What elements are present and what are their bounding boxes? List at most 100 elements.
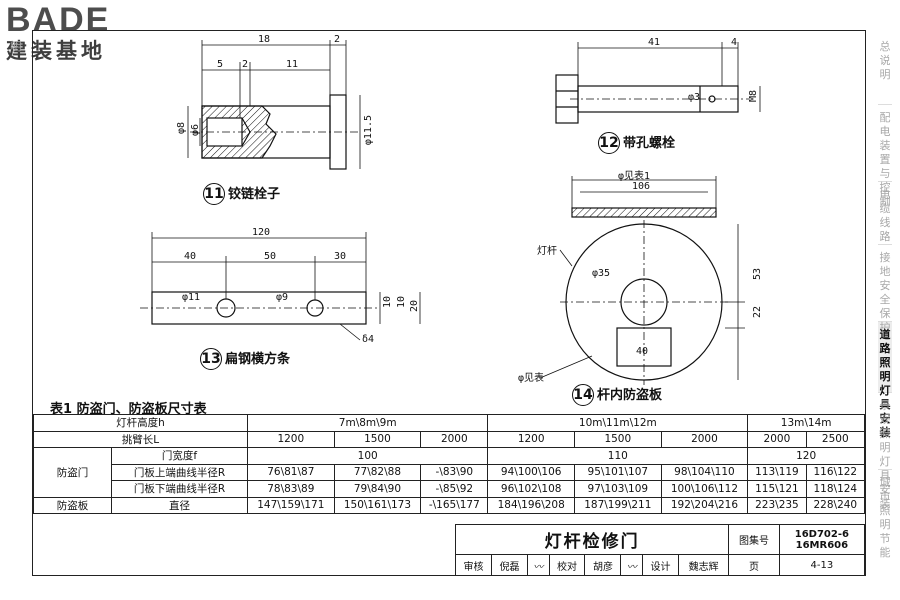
title-block: 灯杆检修门 图集号 16D702-6 16MR606 审核 倪磊 〰 校对 胡彦… (454, 524, 866, 576)
dim-text: 2 (334, 34, 341, 45)
table-title: 表1 防盗门、防盗板尺寸表 (50, 402, 207, 417)
dim-text: 18 (258, 34, 271, 45)
table-cell: 1500 (333, 430, 422, 448)
dim-text: 20 (409, 300, 420, 313)
dim-text: φ11 (182, 292, 201, 303)
row-group-label: 防盗板 (33, 496, 112, 514)
row-header: 门板上端曲线半径R (111, 463, 248, 481)
side-tab-landscape[interactable]: 景观照明灯具安装 (878, 393, 892, 510)
dim-text: 30 (334, 251, 347, 262)
row-header: 门宽度f (111, 447, 248, 465)
dim-text: 120 (252, 227, 271, 238)
table-cell: 13m\14m (747, 414, 865, 432)
page-label: 页 (728, 554, 780, 576)
table-row: 灯杆高度h 7m\8m\9m 10m\11m\12m 13m\14m (33, 414, 865, 432)
side-tab-general[interactable]: 总说明 (878, 30, 892, 105)
drawing-13-number: 13 (200, 348, 222, 370)
drawing-11-title: 铰链栓子 (228, 187, 281, 202)
row-group-label: 防盗门 (33, 447, 112, 498)
row-header: 直径 (111, 496, 248, 514)
drawing-plate (539, 176, 745, 385)
table-cell: 2000 (660, 430, 749, 448)
checker-signature: 〰 (620, 554, 644, 576)
dim-text: 22 (752, 306, 763, 319)
table-cell: 118\124 (805, 480, 866, 498)
dim-text: 40 (636, 346, 649, 357)
side-tab-energy[interactable]: 城市照明节能 (879, 476, 891, 559)
table-cell: 184\196\208 (487, 496, 575, 514)
drawing-title: 灯杆检修门 (454, 524, 730, 555)
dim-text: 2 (242, 59, 249, 70)
drawing-12-number: 12 (598, 132, 620, 154)
table-cell: 76\81\87 (247, 463, 335, 481)
drawing-hinge-pin (187, 40, 361, 170)
reviewer-signature: 〰 (526, 554, 550, 576)
table-cell: 7m\8m\9m (246, 414, 489, 432)
table-cell: 79\84\90 (333, 480, 422, 498)
drawing-14-number: 14 (572, 384, 594, 406)
logo-subtitle: 建装基地 (6, 39, 106, 63)
dim-text: 50 (264, 251, 277, 262)
row-header: 灯杆高度h (33, 414, 248, 432)
company-logo: BADE 建装基地 (6, 2, 110, 64)
table-cell: 115\121 (747, 480, 807, 498)
dim-text: 41 (648, 37, 661, 48)
atlas-number-line1: 16D702-6 (794, 528, 849, 540)
side-tab-road-lighting[interactable]: 道路照明灯具安装 (878, 322, 892, 439)
table-cell: 147\159\171 (247, 496, 335, 514)
table-cell: 78\83\89 (247, 480, 335, 498)
table-cell: 116\122 (805, 463, 866, 481)
atlas-number-line2: 16MR606 (795, 539, 849, 551)
dim-text: 11 (286, 59, 299, 70)
dim-text: 10 (396, 296, 407, 309)
side-nav: 总说明 配电装置与控制 电缆线路 接地安全保护 道路照明灯具安装 景观照明灯具安… (870, 30, 900, 559)
table-cell: 113\119 (747, 463, 807, 481)
drawing-13-title: 扁钢横方条 (225, 352, 291, 367)
table-cell: 96\102\108 (487, 480, 575, 498)
logo-wordmark: BADE (6, 1, 111, 39)
drawing-12-title: 带孔螺栓 (623, 136, 676, 151)
table-cell: 100\106\112 (660, 480, 749, 498)
table-cell: 1200 (247, 430, 335, 448)
left-margin-fragment: 明 (10, 40, 22, 53)
side-tab-distribution[interactable]: 配电装置与控制 (878, 105, 892, 208)
table-cell: 98\104\110 (660, 463, 749, 481)
table-row: 门板下端曲线半径R 78\83\89 79\84\90 -\85\92 96\1… (34, 480, 866, 498)
dim-text: 53 (752, 268, 763, 281)
dim-text: 10 (382, 296, 393, 309)
atlas-number: 16D702-6 16MR606 (778, 524, 866, 555)
table-cell: 228\240 (805, 496, 866, 514)
dim-text: M8 (748, 90, 759, 103)
dim-text: φ3 (688, 92, 701, 103)
table-row: 防盗板 直径 147\159\171 150\161\173 -\165\177… (33, 496, 866, 514)
dim-text: φ8 (176, 122, 187, 135)
table-cell: 94\100\106 (487, 463, 575, 481)
page-number: 4-13 (778, 554, 866, 576)
table-cell: 192\204\216 (660, 496, 749, 514)
table-cell: 110 (487, 447, 749, 465)
designer-name: 魏志辉 (677, 554, 730, 576)
checker-name: 胡彦 (584, 554, 622, 576)
table-cell: 10m\11m\12m (487, 414, 749, 432)
dim-text: 40 (184, 251, 197, 262)
review-label: 审核 (455, 554, 492, 576)
row-header: 门板下端曲线半径R (111, 480, 248, 498)
side-tab-cable[interactable]: 电缆线路 (878, 182, 892, 245)
dim-text: φ11.5 (363, 115, 374, 146)
drawing-11-number: 11 (203, 183, 225, 205)
table-cell: -\85\92 (420, 480, 489, 498)
table-cell: 2500 (805, 430, 866, 448)
dim-text: 4 (731, 37, 738, 48)
dim-text: φ见表1 (618, 171, 651, 182)
table-row: 防盗门 门宽度f 100 110 120 (33, 447, 865, 498)
table-cell: -\165\177 (420, 496, 489, 514)
table-cell: 2000 (420, 430, 489, 448)
table-cell: 187\199\211 (574, 496, 662, 514)
dim-text: 灯杆 (537, 246, 557, 257)
reviewer-name: 倪磊 (490, 554, 528, 576)
check-label: 校对 (548, 554, 586, 576)
table-cell: 223\235 (747, 496, 807, 514)
